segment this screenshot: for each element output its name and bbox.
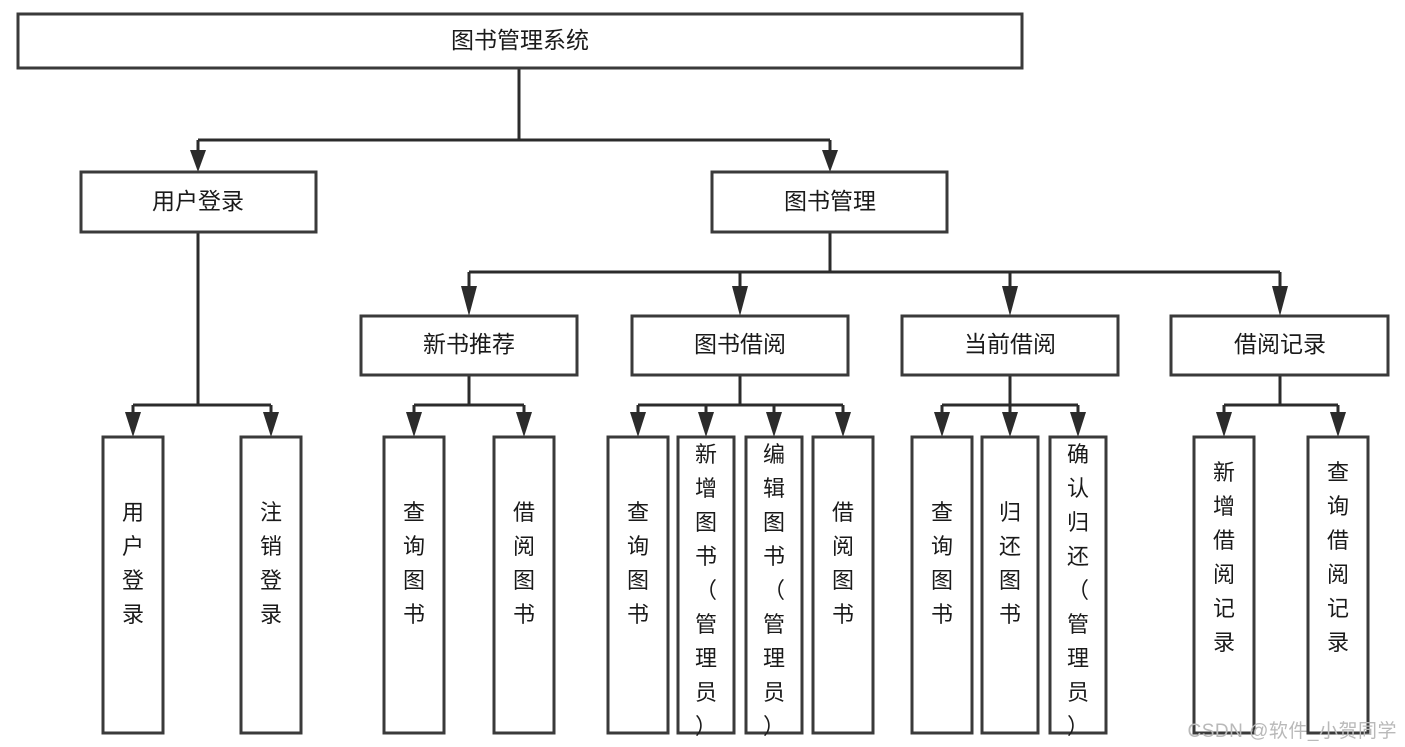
leaf-user-login[interactable]: 用户登录: [101, 435, 165, 735]
node-current-borrow[interactable]: 当前借阅: [900, 314, 1120, 377]
arrow-to-borrow-record: [1272, 286, 1288, 316]
leaf-user-logout[interactable]: 注销登录: [239, 435, 303, 735]
leaf-query-record-label: 查询借阅记录: [1327, 460, 1349, 655]
leaf-query-book-2[interactable]: 查询图书: [606, 435, 670, 735]
leaf-user-login-box[interactable]: [101, 435, 165, 735]
arrow-to-leaf-borrow-book-1: [516, 412, 532, 437]
arrow-to-leaf-query-book-1: [406, 412, 422, 437]
leaf-edit-book[interactable]: 编辑图书（管理员）: [744, 435, 804, 739]
edge-layer: [125, 68, 1346, 437]
leaf-add-book[interactable]: 新增图书（管理员）: [676, 435, 736, 739]
arrow-to-user-login: [190, 150, 206, 172]
node-book-borrow-box[interactable]: [630, 314, 850, 377]
leaf-query-book-2-label: 查询图书: [627, 500, 649, 627]
arrow-to-leaf-query-record: [1330, 412, 1346, 437]
leaf-query-book-1-label: 查询图书: [403, 500, 425, 627]
node-new-book-recommend-box[interactable]: [359, 314, 579, 377]
node-current-borrow-label: 当前借阅: [964, 331, 1056, 357]
leaf-confirm-return-label: 确认归还（管理员）: [1067, 442, 1089, 739]
leaf-query-book-2-box[interactable]: [606, 435, 670, 735]
leaf-query-book-1[interactable]: 查询图书: [382, 435, 446, 735]
leaf-query-record-box[interactable]: [1306, 435, 1370, 735]
node-root[interactable]: 图书管理系统: [16, 12, 1024, 70]
arrow-to-book-borrow: [732, 286, 748, 316]
leaf-query-record[interactable]: 查询借阅记录: [1306, 435, 1370, 735]
node-borrow-record-box[interactable]: [1169, 314, 1390, 377]
leaf-add-record-box[interactable]: [1192, 435, 1256, 735]
csdn-watermark: CSDN @软件_小贺同学: [1187, 721, 1397, 742]
arrow-to-leaf-add-book: [698, 412, 714, 437]
arrow-to-leaf-query-book-2: [630, 412, 646, 437]
arrow-to-leaf-user-logout: [263, 412, 279, 437]
arrow-to-current-borrow: [1002, 286, 1018, 316]
leaf-return-book-label: 归还图书: [999, 500, 1021, 627]
arrow-to-leaf-query-book-3: [934, 412, 950, 437]
arrow-to-leaf-borrow-book-2: [835, 412, 851, 437]
leaf-user-logout-box[interactable]: [239, 435, 303, 735]
node-root-box[interactable]: [16, 12, 1024, 70]
arrow-to-leaf-add-record: [1216, 412, 1232, 437]
leaf-return-book[interactable]: 归还图书: [980, 435, 1040, 735]
node-book-management-box[interactable]: [710, 170, 949, 234]
leaf-query-book-3-label: 查询图书: [931, 500, 953, 627]
node-current-borrow-box[interactable]: [900, 314, 1120, 377]
leaf-return-book-box[interactable]: [980, 435, 1040, 735]
leaf-borrow-book-2-label: 借阅图书: [832, 500, 854, 627]
node-book-management[interactable]: 图书管理: [710, 170, 949, 234]
leaf-borrow-book-2-box[interactable]: [811, 435, 875, 735]
arrow-to-new-book-recommend: [461, 286, 477, 316]
leaf-borrow-book-2[interactable]: 借阅图书: [811, 435, 875, 735]
leaf-query-book-3-box[interactable]: [910, 435, 974, 735]
arrow-to-leaf-return-book: [1002, 412, 1018, 437]
node-book-borrow-label: 图书借阅: [694, 331, 786, 357]
leaf-borrow-book-1-box[interactable]: [492, 435, 556, 735]
node-book-management-label: 图书管理: [784, 188, 876, 214]
node-root-label: 图书管理系统: [451, 27, 589, 53]
leaf-query-book-1-box[interactable]: [382, 435, 446, 735]
leaf-add-record[interactable]: 新增借阅记录: [1192, 435, 1256, 735]
arrow-to-leaf-edit-book: [766, 412, 782, 437]
node-new-book-recommend[interactable]: 新书推荐: [359, 314, 579, 377]
node-borrow-record[interactable]: 借阅记录: [1169, 314, 1390, 377]
arrow-to-leaf-user-login: [125, 412, 141, 437]
leaf-borrow-book-1-label: 借阅图书: [513, 500, 535, 627]
node-layer: 图书管理系统 用户登录 图书管理 新书推荐 图书借阅 当前: [16, 12, 1390, 739]
leaf-query-book-3[interactable]: 查询图书: [910, 435, 974, 735]
leaf-edit-book-box[interactable]: [744, 435, 804, 735]
leaf-add-book-box[interactable]: [676, 435, 736, 735]
node-new-book-recommend-label: 新书推荐: [423, 331, 515, 357]
leaf-add-book-label: 新增图书（管理员）: [695, 442, 717, 739]
node-borrow-record-label: 借阅记录: [1234, 331, 1326, 357]
leaf-user-logout-label: 注销登录: [260, 500, 282, 627]
node-book-borrow[interactable]: 图书借阅: [630, 314, 850, 377]
leaf-user-login-label: 用户登录: [122, 500, 144, 627]
node-user-login-label: 用户登录: [152, 188, 244, 214]
leaf-edit-book-label: 编辑图书（管理员）: [763, 442, 785, 739]
node-user-login[interactable]: 用户登录: [79, 170, 318, 234]
leaf-add-record-label: 新增借阅记录: [1213, 460, 1235, 655]
arrow-to-leaf-confirm-return: [1070, 412, 1086, 437]
leaf-confirm-return[interactable]: 确认归还（管理员）: [1048, 435, 1108, 739]
leaf-confirm-return-box[interactable]: [1048, 435, 1108, 735]
node-user-login-box[interactable]: [79, 170, 318, 234]
arrow-to-book-management: [822, 150, 838, 172]
leaf-borrow-book-1[interactable]: 借阅图书: [492, 435, 556, 735]
